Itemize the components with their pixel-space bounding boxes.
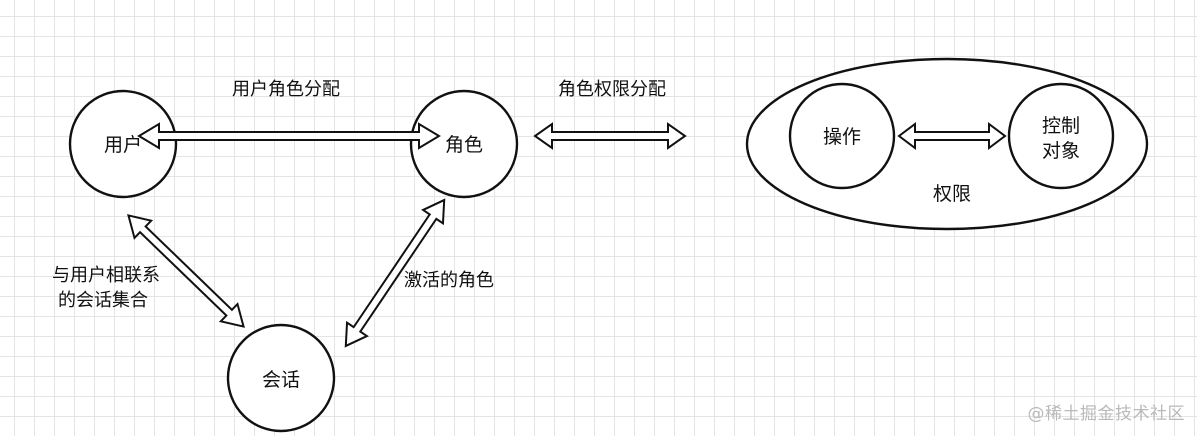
control-object-node bbox=[1007, 82, 1115, 190]
control-object-label-line1: 控制 bbox=[1042, 115, 1080, 137]
session-label: 会话 bbox=[262, 369, 300, 391]
role-permission-arrow bbox=[533, 122, 687, 150]
user-node bbox=[68, 89, 178, 199]
role-label: 角色 bbox=[445, 134, 483, 156]
user-role-arrow bbox=[137, 122, 441, 150]
operation-node bbox=[788, 82, 896, 190]
watermark: @稀土掘金技术社区 bbox=[1027, 404, 1185, 424]
user-session-label-line1: 与用户相联系 bbox=[52, 265, 160, 286]
user-role-label: 用户角色分配 bbox=[232, 79, 340, 100]
session-role-label: 激活的角色 bbox=[404, 270, 494, 291]
user-session-label-line2: 的会话集合 bbox=[58, 290, 148, 311]
permission-label: 权限 bbox=[933, 183, 971, 205]
operation-label: 操作 bbox=[823, 126, 861, 148]
session-role-arrow bbox=[344, 198, 446, 348]
role-node bbox=[409, 89, 519, 199]
session-node bbox=[226, 323, 336, 433]
role-permission-label: 角色权限分配 bbox=[558, 79, 666, 100]
user-label: 用户 bbox=[104, 134, 142, 156]
operation-control-arrow bbox=[897, 122, 1007, 150]
user-session-arrow bbox=[127, 214, 245, 328]
control-object-label-line2: 对象 bbox=[1042, 140, 1080, 162]
